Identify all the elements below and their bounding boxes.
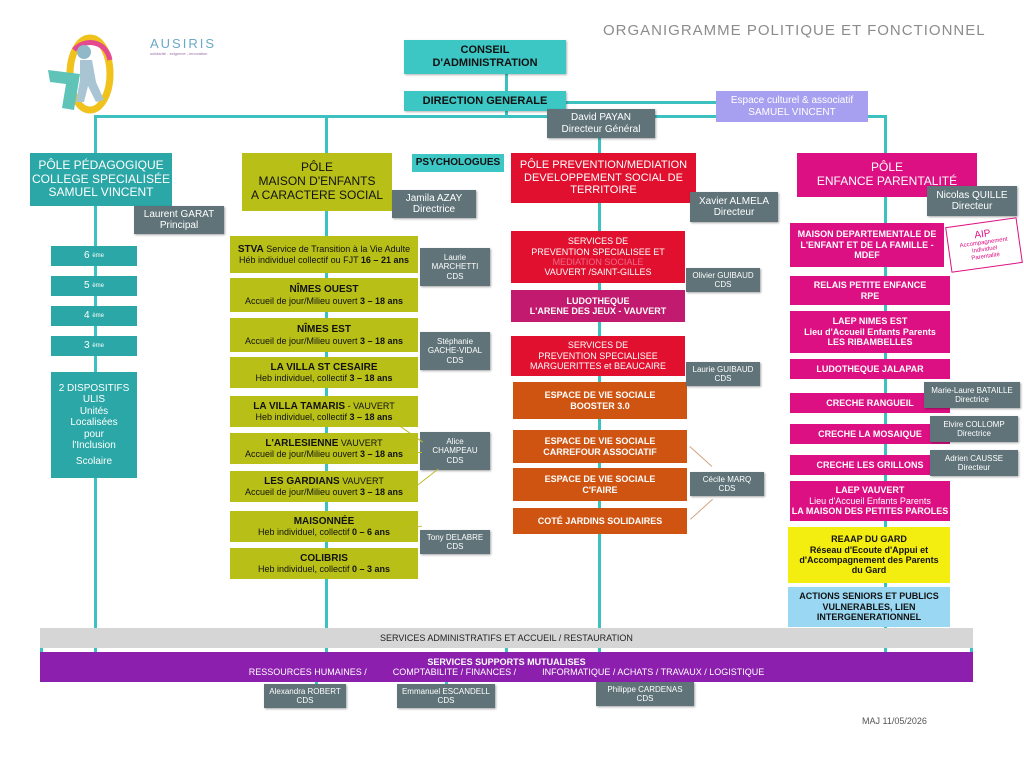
brand-tagline: solidarité - exigence - innovation — [150, 51, 208, 56]
logo-figure — [44, 30, 118, 114]
services-admin-bar: SERVICES ADMINISTRATIFS ET ACCUEIL / RES… — [40, 628, 973, 648]
info-label: INFORMATIQUE / ACHATS / TRAVAUX / LOGIST… — [542, 667, 765, 677]
page-title: ORGANIGRAMME POLITIQUE ET FONCTIONNEL — [603, 22, 986, 39]
mecs-service-7: MAISONNÉE Heb individuel, collectif 0 – … — [230, 511, 418, 542]
compta-label: COMPTABILITE / FINANCES / — [392, 667, 517, 677]
psychologues-box: PSYCHOLOGUES — [412, 154, 504, 172]
brand-logo: AUSIRIS solidarité - exigence - innovati… — [150, 36, 230, 66]
enfance-service-4: CRECHE RANGUEIL — [790, 393, 950, 413]
jardins-solidaires-box: COTÉ JARDINS SOLIDAIRES — [513, 508, 687, 534]
enfance-service-6: CRECHE LES GRILLONS — [790, 455, 950, 475]
mecs-service-3: LA VILLA ST CESAIRE Heb individuel, coll… — [230, 357, 418, 388]
level-4-box: 4 ème — [51, 306, 137, 326]
level-5-box: 5 ème — [51, 276, 137, 296]
enfance-service-5: CRECHE LA MOSAIQUE — [790, 424, 950, 444]
brand-name: AUSIRIS — [150, 36, 217, 51]
level-3-box: 3 ème — [51, 336, 137, 356]
mecs-service-1: NÎMES OUEST Accueil de jour/Milieu ouver… — [230, 278, 418, 312]
services-supports-bar: SERVICES SUPPORTS MUTUALISES RESSOURCES … — [40, 652, 973, 682]
mecs-service-2: NÎMES EST Accueil de jour/Milieu ouvert … — [230, 318, 418, 352]
mecs-service-0: STVA Service de Transition à la Vie Adul… — [230, 236, 418, 273]
enfance-service-3: LUDOTHEQUE JALAPAR — [790, 359, 950, 379]
maj-date: MAJ 11/05/2026 — [862, 716, 927, 726]
level-6-box: 6 ème — [51, 246, 137, 266]
child-logo-icon — [48, 34, 114, 114]
rh-label: RESSOURCES HUMAINES / — [248, 667, 367, 677]
direction-generale-box: DIRECTION GENERALE — [404, 91, 566, 111]
mecs-service-8: COLIBRIS Heb individuel, collectif 0 – 3… — [230, 548, 418, 579]
